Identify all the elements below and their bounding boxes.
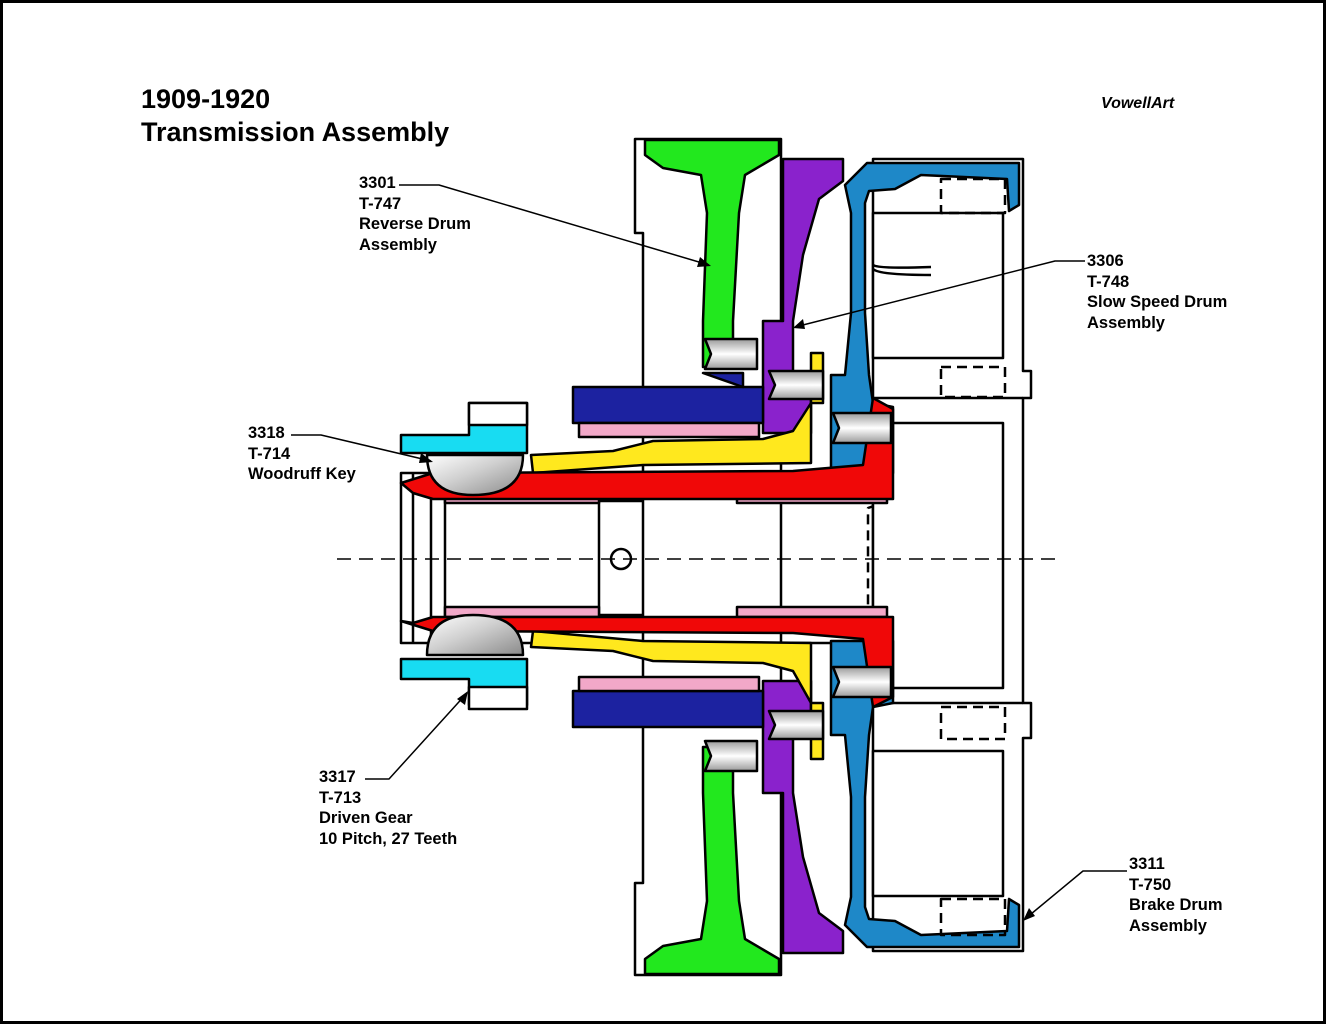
callout-line: Woodruff Key	[248, 465, 356, 483]
callout-line: Assembly	[1087, 313, 1165, 332]
callout-line: Assembly	[359, 235, 437, 254]
callout-line: 10 Pitch, 27 Teeth	[319, 829, 458, 848]
callout-driven-gear: 3317 T-713 Driven Gear 10 Pitch, 27 Teet…	[319, 767, 457, 849]
woodruff-key	[425, 453, 525, 657]
callout-line: T-750	[1129, 875, 1172, 894]
callout-line: 3306	[1087, 252, 1124, 270]
rivet	[703, 337, 893, 773]
driven-gear-teeth	[467, 401, 529, 711]
callout-line: Driven Gear	[319, 809, 413, 827]
callout-line: T-713	[319, 788, 362, 807]
callout-line: Assembly	[1129, 916, 1207, 935]
callout-line: Brake Drum	[1129, 896, 1223, 914]
title-line-2: Transmission Assembly	[141, 117, 450, 147]
callout-woodruff-key: 3318 T-714 Woodruff Key	[248, 423, 356, 485]
callout-line: 3301	[359, 174, 396, 192]
callout-line: Slow Speed Drum	[1087, 293, 1228, 311]
callout-line: T-714	[248, 444, 291, 463]
callout-line: T-747	[359, 194, 402, 213]
callout-line: 3318	[248, 424, 285, 442]
callout-brake-drum: 3311 T-750 Brake Drum Assembly	[1129, 854, 1223, 936]
transmission-cross-section	[291, 137, 1127, 977]
brake-band-ends	[939, 177, 1007, 937]
brand-signature: VowellArt	[1101, 95, 1175, 112]
callout-slow-speed-drum: 3306 T-748 Slow Speed Drum Assembly	[1087, 251, 1227, 333]
title-line-1: 1909-1920	[141, 84, 271, 114]
bushing-hub	[571, 371, 765, 729]
callout-line: T-748	[1087, 272, 1130, 291]
leader-lines	[291, 184, 1127, 920]
callout-line: 3311	[1129, 855, 1165, 873]
callout-reverse-drum: 3301 T-747 Reverse Drum Assembly	[359, 173, 471, 255]
page-title: 1909-1920 Transmission Assembly	[141, 83, 449, 149]
leader-arrowheads	[419, 257, 1035, 921]
brake-drum-housing	[871, 157, 1033, 953]
callout-line: 3317	[319, 768, 356, 786]
callout-line: Reverse Drum	[359, 215, 471, 233]
